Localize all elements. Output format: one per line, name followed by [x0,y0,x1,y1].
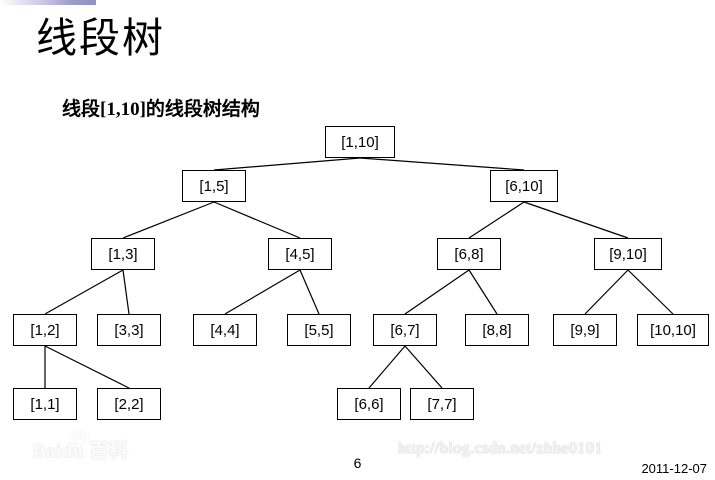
tree-edge [44,345,130,389]
tree-edge [224,269,301,315]
page-number: 6 [353,455,362,471]
tree-edge [299,269,320,315]
tree-edge [44,269,124,315]
baidu-paw-icon [69,430,90,446]
decorative-accent-bar [0,0,96,5]
tree-node: [6,7] [373,314,437,346]
tree-node: [2,2] [97,388,161,420]
tree-edge [404,269,470,315]
url-watermark: http://blog.csdn.net/zhhe0101 [398,440,603,457]
slide-date: 2011-12-07 [641,461,707,476]
tree-edge [584,269,629,315]
tree-edge [468,201,525,239]
page-title: 线段树 [36,15,165,61]
baidu-watermark: Baidu 百科 [33,441,129,462]
tree-node: [1,2] [13,314,77,346]
tree-node: [9,9] [553,314,617,346]
tree-edge [404,345,443,389]
tree-node: [9,10] [594,238,662,270]
tree-node: [5,5] [287,314,351,346]
tree-node: [4,4] [193,314,257,346]
tree-edge [122,201,215,239]
tree-node: [1,1] [13,388,77,420]
tree-edge [627,269,674,315]
tree-node: [10,10] [637,314,709,346]
tree-node: [6,6] [337,388,401,420]
tree-node: [7,7] [410,388,474,420]
tree-node: [3,3] [97,314,161,346]
tree-node: [6,10] [490,170,558,202]
tree-edge [368,345,406,389]
tree-edge [359,157,525,171]
tree-node: [8,8] [465,314,529,346]
tree-node: [4,5] [268,238,332,270]
tree-node: [1,3] [91,238,155,270]
tree-node: [6,8] [437,238,501,270]
tree-edge [122,269,130,315]
slide-subtitle: 线段[1,10]的线段树结构 [62,99,260,120]
tree-edge [523,201,629,239]
tree-edge [213,201,301,239]
tree-node: [1,5] [182,170,246,202]
tree-node: [1,10] [325,126,395,158]
tree-edge [213,157,361,171]
tree-edge [468,269,498,315]
